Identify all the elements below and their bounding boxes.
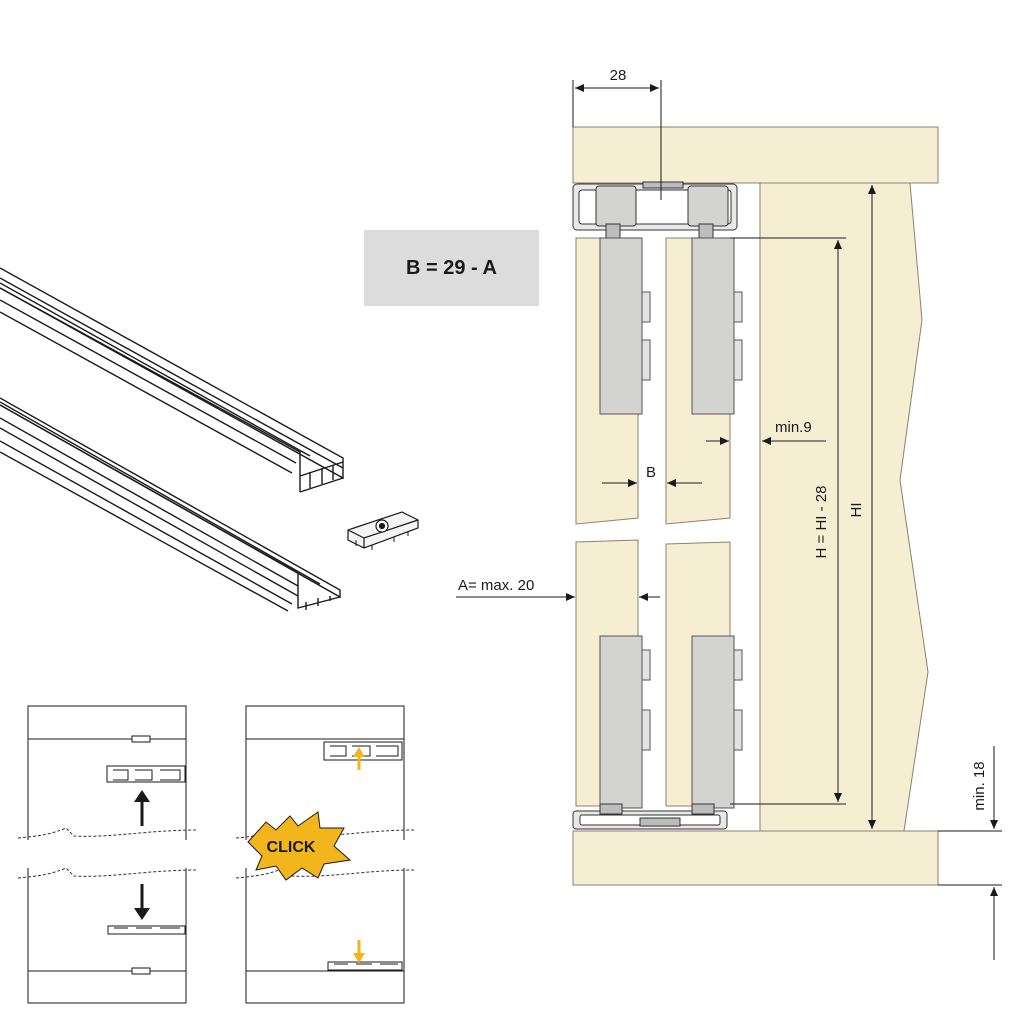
side-wall-panel xyxy=(759,182,929,832)
lower-rail-profile xyxy=(0,397,341,612)
install-step-panel-left xyxy=(17,705,197,1004)
dimension-h-label: H = HI - 28 xyxy=(813,486,830,559)
yellow-arrow-up-icon xyxy=(353,747,365,770)
dimension-min18 xyxy=(938,746,1002,960)
arrow-up-icon xyxy=(134,790,150,826)
arrow-down-icon xyxy=(134,884,150,920)
formula-label: B = 29 - A xyxy=(406,256,497,279)
upper-rail-profile xyxy=(0,267,344,493)
lower-carriers xyxy=(599,635,743,809)
formula-box: B = 29 - A xyxy=(364,230,539,306)
click-label: CLICK xyxy=(267,839,316,856)
dimension-28 xyxy=(572,80,662,200)
dimension-hl-label: HI xyxy=(848,503,865,518)
top-board xyxy=(572,126,939,184)
dimension-a-label: A= max. 20 xyxy=(458,577,534,594)
dimension-b-label: B xyxy=(646,464,656,481)
dimension-28-label: 28 xyxy=(610,67,627,84)
top-track-profile xyxy=(572,181,738,241)
upper-carriers xyxy=(599,237,743,415)
bottom-track-profile xyxy=(572,803,728,830)
click-burst-icon: CLICK xyxy=(247,811,352,881)
dimension-min18-label: min. 18 xyxy=(971,761,988,810)
dimension-min9-label: min.9 xyxy=(775,419,812,436)
yellow-arrow-down-icon xyxy=(353,940,365,963)
dimension-h xyxy=(730,237,846,805)
clip-connector-part xyxy=(347,511,419,550)
bottom-board xyxy=(572,830,939,886)
